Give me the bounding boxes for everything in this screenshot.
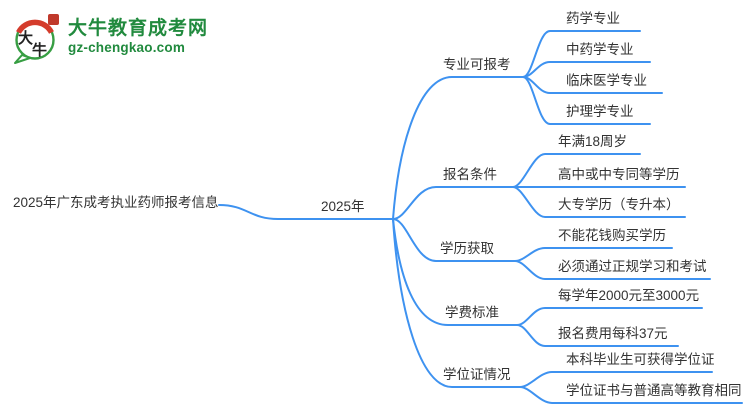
leaf-node-1-3: 临床医学专业 — [566, 73, 647, 88]
logo-domain: gz-chengkao.com — [68, 40, 186, 55]
leaf-node-2-3: 大专学历（专升本） — [558, 197, 680, 212]
leaf-node-3-1: 不能花钱购买学历 — [558, 228, 666, 243]
link-leaf-1-2 — [522, 61, 651, 78]
leaf-node-1-2: 中药学专业 — [566, 42, 634, 57]
link-branch-4 — [392, 218, 518, 326]
logo-text: 大牛教育成考网 gz-chengkao.com — [68, 12, 208, 56]
leaf-node-3-2: 必须通过正规学习和考试 — [558, 259, 707, 274]
link-branch-2 — [392, 186, 514, 220]
leaf-node-5-2: 学位证书与普通高等教育相同 — [566, 383, 742, 398]
mindmap-center-node: 2025年 — [321, 199, 365, 214]
link-leaf-3-2 — [514, 260, 711, 280]
branch-node-5: 学位证情况 — [443, 367, 511, 382]
link-leaf-2-1 — [512, 153, 641, 188]
mindmap-root-node: 2025年广东成考执业药师报考信息 — [13, 195, 219, 210]
link-leaf-4-1 — [516, 307, 703, 326]
link-root-center — [218, 204, 394, 220]
link-branch-3 — [392, 218, 516, 262]
leaf-node-2-1: 年满18周岁 — [558, 134, 628, 149]
leaf-node-4-1: 每学年2000元至3000元 — [558, 288, 700, 303]
link-leaf-3-1 — [514, 247, 673, 262]
logo-title: 大牛教育成考网 — [68, 18, 209, 39]
leaf-node-1-1: 药学专业 — [566, 11, 620, 26]
leaf-node-5-1: 本科毕业生可获得学位证 — [566, 352, 715, 367]
link-leaf-2-3 — [512, 186, 686, 218]
branch-node-4: 学费标准 — [445, 305, 499, 320]
link-branch-1 — [392, 76, 524, 220]
link-leaf-5-1 — [519, 371, 713, 388]
branch-node-3: 学历获取 — [440, 241, 494, 256]
link-branch-5 — [392, 218, 521, 388]
link-leaf-1-4 — [522, 76, 651, 125]
leaf-node-2-2: 高中或中专同等学历 — [558, 167, 680, 182]
branch-node-2: 报名条件 — [443, 167, 497, 182]
link-leaf-5-2 — [519, 386, 743, 404]
branch-node-1: 专业可报考 — [443, 57, 511, 72]
site-logo: 大 牛 大牛教育成考网 gz-chengkao.com — [12, 12, 208, 64]
leaf-node-4-2: 报名费用每科37元 — [558, 326, 668, 341]
link-leaf-4-2 — [516, 324, 679, 347]
daniu-logo-icon: 大 牛 — [14, 14, 59, 64]
logo-char-1: 大 — [18, 29, 33, 47]
logo-char-2: 牛 — [32, 41, 47, 59]
leaf-node-1-4: 护理学专业 — [566, 104, 634, 119]
